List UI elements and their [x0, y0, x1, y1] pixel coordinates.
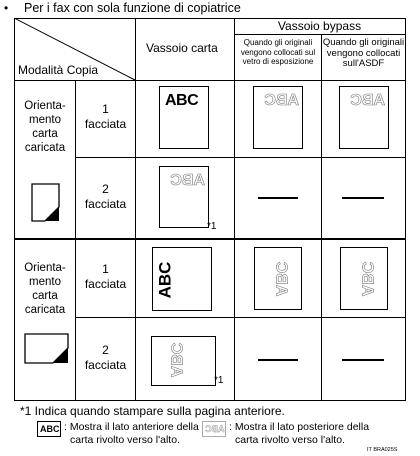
not-available-dash: [342, 197, 384, 199]
legend-back-desc: : Mostra il lato posteriore della carta …: [229, 421, 370, 446]
bypass-glass-header: Quando gli originali vengono collocati s…: [240, 38, 316, 66]
not-available-dash: [258, 197, 298, 199]
not-available-dash: [342, 359, 384, 361]
abc-mirrored-text: ABC: [170, 172, 205, 190]
abc-rotated-mirrored-text: ABC: [167, 342, 185, 378]
glass-back-landscape-paper: ABC: [254, 247, 302, 310]
portrait-paper-icon: [31, 183, 60, 222]
footnote-marker: *1: [207, 221, 217, 232]
abc-rotated-mirrored-text: ABC: [358, 261, 376, 297]
abc-mirrored-text: ABC: [205, 424, 225, 434]
legend-front-icon: ABC: [37, 421, 61, 437]
sides-label-1b: 1 facciata: [84, 262, 127, 291]
orientation-label-1: Orienta- mento carta caricata: [24, 100, 66, 154]
row-divider-2: [75, 317, 405, 318]
sides-label-2b: 2 facciata: [84, 343, 127, 372]
bypass-subheader-line: [234, 34, 405, 35]
abc-mirrored-text: ABC: [350, 92, 385, 110]
not-available-dash: [258, 359, 298, 361]
abc-rotated-mirrored-text: ABC: [272, 261, 290, 297]
heading-bullet: •: [4, 1, 9, 15]
tray-back-landscape-paper: ABC: [151, 336, 216, 386]
landscape-paper-icon: [24, 333, 69, 364]
heading-text: Per i fax con sola funzione di copiatric…: [24, 1, 241, 15]
tray-header: Vassoio carta: [146, 41, 218, 55]
legend-front-desc: : Mostra il lato anteriore della carta r…: [64, 421, 199, 446]
mode-label: Modalità Copia: [18, 63, 99, 77]
footnote-marker: *1: [214, 375, 224, 386]
group-divider: [14, 238, 405, 240]
abc-rotated-text: ABC: [155, 261, 175, 299]
abc-mirrored-text: ABC: [264, 92, 299, 110]
figure-code: IT BRA025S: [367, 447, 398, 453]
tray-back-portrait-paper: ABC: [159, 166, 209, 228]
abc-front-text: ABC: [165, 92, 199, 109]
table-top-border: [14, 18, 405, 19]
bypass-header: Vassoio bypass: [277, 19, 362, 33]
footnote-text: *1 Indica quando stampare sulla pagina a…: [20, 404, 285, 418]
col-divider-tray: [234, 18, 235, 401]
adf-back-landscape-paper: ABC: [340, 247, 388, 310]
table-right-border: [405, 18, 406, 401]
col-divider-bypass: [321, 34, 322, 401]
orientation-label-2: Orienta- mento carta caricata: [24, 262, 66, 316]
tray-front-portrait-paper: ABC: [159, 86, 209, 149]
sides-label-1a: 1 facciata: [84, 102, 127, 131]
legend-back-icon: ABC: [202, 421, 226, 437]
bypass-adf-header: Quando gli originali vengono collocati s…: [322, 37, 405, 69]
sides-label-2a: 2 facciata: [84, 182, 127, 211]
header-bottom-line: [14, 80, 405, 81]
row-divider-1: [75, 157, 405, 158]
header-diagonal: [14, 18, 136, 81]
table-bottom-border: [14, 400, 405, 401]
table-left-border: [14, 18, 15, 401]
col-divider-orientation: [75, 80, 76, 400]
abc-front-text: ABC: [40, 424, 60, 434]
glass-back-portrait-paper: ABC: [253, 86, 303, 149]
col-divider-sides: [135, 18, 136, 401]
adf-back-portrait-paper: ABC: [339, 86, 389, 149]
tray-front-landscape-paper: ABC: [152, 247, 212, 311]
